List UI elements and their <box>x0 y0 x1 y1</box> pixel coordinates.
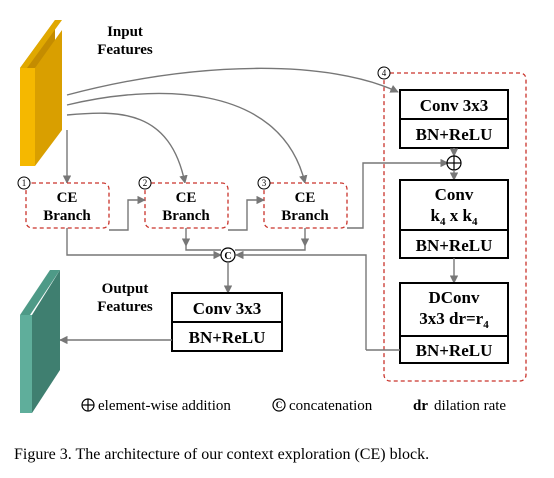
ce-branch-2-line1: CE <box>176 190 197 206</box>
b4-conv-label: Conv <box>435 185 474 204</box>
legend-add-text: element-wise addition <box>98 398 231 414</box>
ce-branch-4: 4 <box>377 66 527 382</box>
ce-branch-1-line2: Branch <box>43 208 91 224</box>
b4-conv-k4-block: Conv k4 x k4 BN+ReLU <box>399 179 509 259</box>
arrow-branch2-to-branch3 <box>228 195 265 231</box>
ce-branch-3-line1: CE <box>295 190 316 206</box>
line-branch3-to-concat <box>235 246 306 251</box>
arrow-input-to-branch4 <box>66 67 399 96</box>
ce-branch-3: CE Branch 3 <box>257 176 348 229</box>
b4-dconv-label: DConv <box>428 288 480 307</box>
b4-bn1-label: BN+ReLU <box>416 125 493 144</box>
input-label-line1: Input <box>107 24 143 40</box>
b4-bn2-label: BN+ReLU <box>416 236 493 255</box>
legend: element-wise addition C concatenation dr… <box>81 398 506 414</box>
ce-branch-2-number: 2 <box>143 178 148 188</box>
output-bn-label: BN+ReLU <box>189 328 266 347</box>
output-conv-label: Conv 3x3 <box>193 299 261 318</box>
output-conv-block: Conv 3x3 BN+ReLU <box>171 292 283 352</box>
ce-branch-1-line1: CE <box>57 190 78 206</box>
output-label-line2: Features <box>97 299 153 315</box>
ce-branch-3-number: 3 <box>262 178 267 188</box>
arrow-branch4-to-concat <box>235 250 367 350</box>
b4-conv3x3-label: Conv 3x3 <box>420 96 488 115</box>
add-node <box>446 155 462 171</box>
arrow-branch1-to-branch2 <box>109 195 146 231</box>
legend-concat-symbol: C <box>276 400 283 410</box>
concat-node: C <box>220 247 236 263</box>
arrow-input-to-branch3 <box>66 92 308 184</box>
output-features-block <box>20 270 60 413</box>
b4-dilation-label: 3x3 dr=r4 <box>419 309 489 331</box>
ce-branch-2: CE Branch 2 <box>138 176 229 229</box>
legend-dr-label: dr <box>413 398 428 414</box>
arrow-input-to-branch2 <box>66 112 188 184</box>
ce-branch-4-number: 4 <box>382 68 387 78</box>
b4-dconv-block: DConv 3x3 dr=r4 BN+ReLU <box>399 282 509 364</box>
concat-symbol: C <box>224 251 231 262</box>
arrow-branch3-to-add <box>347 158 449 229</box>
b4-conv3x3-block: Conv 3x3 BN+ReLU <box>399 89 509 149</box>
line-branch2-to-concat <box>185 246 221 251</box>
b4-bn3-label: BN+ReLU <box>416 341 493 360</box>
figure-caption: Figure 3. The architecture of our contex… <box>14 446 429 463</box>
b4-kernel-size-label: k4 x k4 <box>431 206 478 228</box>
ce-branch-1-number: 1 <box>22 178 27 188</box>
ce-branch-1: CE Branch 1 <box>17 176 110 229</box>
input-features-block <box>20 20 62 166</box>
legend-dr-text: dilation rate <box>434 398 506 414</box>
legend-concat-text: concatenation <box>289 398 373 414</box>
input-label-line2: Features <box>97 42 153 58</box>
ce-branch-2-line2: Branch <box>162 208 210 224</box>
output-label-line1: Output <box>102 281 149 297</box>
ce-branch-3-line2: Branch <box>281 208 329 224</box>
arrow-branch1-to-concat <box>66 228 222 260</box>
